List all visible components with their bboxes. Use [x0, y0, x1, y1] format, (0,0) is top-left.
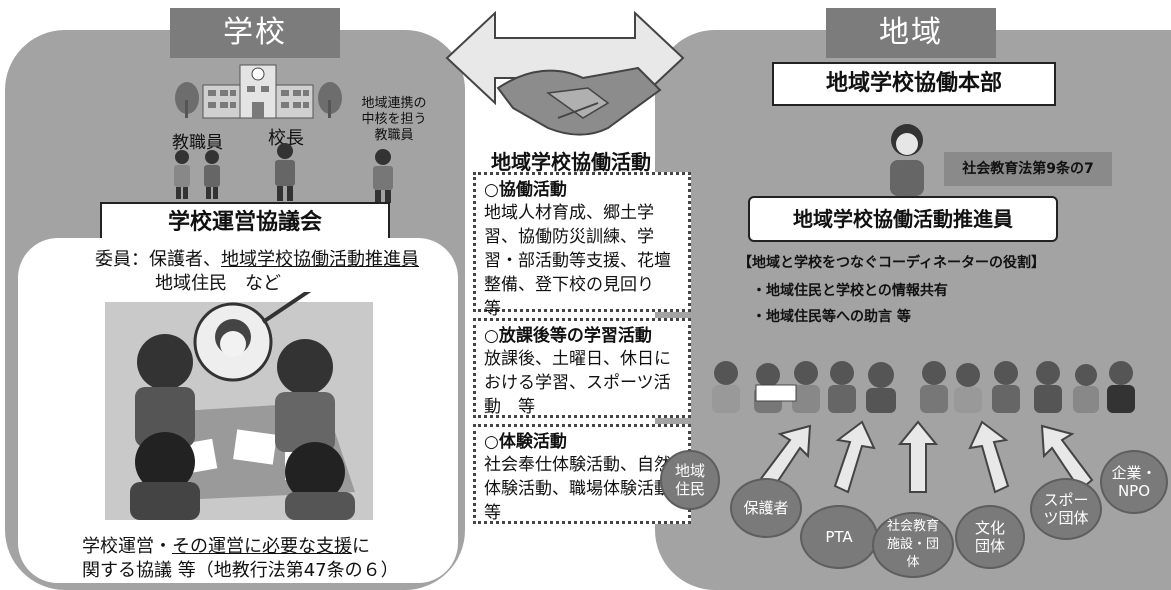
region-header: 地域 — [826, 8, 996, 58]
handshake-icon — [496, 66, 662, 136]
support-arrows — [758, 420, 1094, 494]
box3-title: ○体験活動 — [484, 432, 567, 452]
center-title: 地域学校協働活動 — [491, 150, 651, 174]
circle-companies-npo: 企業・NPO — [1100, 450, 1168, 514]
coordinator-person-icon — [373, 149, 393, 203]
promoter-person-icon — [890, 124, 924, 196]
box1-body: 地域人材育成、郷土学習、協働防災訓練、学習・部活動等支援、花壇整備、登下校の見回… — [484, 203, 671, 319]
circle-culture-groups: 文化団体 — [955, 505, 1025, 569]
circle-local-residents: 地域住民 — [660, 450, 720, 510]
school-building-icon — [175, 64, 342, 119]
circle-social-education: 社会教育施設・団体 — [872, 512, 954, 578]
council-members: 委員：保護者、地域学校協働活動推進員 地域住民 など — [95, 248, 419, 296]
bidirectional-arrow-icon — [445, 10, 685, 106]
bottom-line1-b: に — [352, 536, 370, 557]
coordinator-label: 地域連携の中核を担う教職員 — [361, 96, 427, 143]
hq-title: 地域学校協働本部 — [772, 62, 1056, 106]
promoter-title: 地域学校協働活動推進員 — [748, 196, 1058, 242]
box2-title: ○放課後等の学習活動 — [484, 326, 652, 346]
activity-box-experience: ○体験活動 社会奉仕体験活動、自然体験活動、職場体験活動 等 — [473, 424, 691, 524]
principal-person-icon — [275, 143, 295, 201]
community-people-illustration — [712, 361, 1135, 413]
activity-box-afterschool: ○放課後等の学習活動 放課後、土曜日、休日における学習、スポーツ活動 等 — [473, 318, 691, 418]
role-bullet-1: ・地域住民と学校との情報共有 — [752, 283, 948, 299]
meeting-illustration — [105, 292, 373, 520]
circle-guardians: 保護者 — [730, 478, 802, 538]
role-bullet-2: ・地域住民等への助言 等 — [752, 309, 911, 325]
role-label: 【地域と学校をつなぐコーディネーターの役割】 — [738, 255, 1046, 271]
school-header: 学校 — [170, 8, 340, 58]
bottom-line2: 関する協議 等（地教行法第47条の６） — [82, 560, 399, 581]
box1-title: ○協働活動 — [484, 180, 567, 200]
law-badge: 社会教育法第9条の7 — [944, 152, 1112, 186]
members-prefix: 委員：保護者、 — [95, 249, 221, 270]
box2-body: 放課後、土曜日、休日における学習、スポーツ活動 等 — [484, 349, 671, 417]
council-bottom-text: 学校運営・その運営に必要な支援に 関する協議 等（地教行法第47条の６） — [82, 535, 399, 583]
principal-label: 校長 — [268, 128, 304, 149]
circle-sports-groups: スポーツ団体 — [1030, 478, 1102, 540]
box3-body: 社会奉仕体験活動、自然体験活動、職場体験活動 等 — [484, 455, 688, 523]
staff-people-icon — [174, 150, 220, 199]
circle-pta: PTA — [800, 505, 878, 569]
bottom-line1-link: その運営に必要な支援 — [172, 536, 352, 557]
bottom-line1-a: 学校運営・ — [82, 536, 172, 557]
members-promoter-link: 地域学校協働活動推進員 — [221, 249, 419, 270]
activity-box-collaboration: ○協働活動 地域人材育成、郷土学習、協働防災訓練、学習・部活動等支援、花壇整備、… — [473, 172, 691, 319]
members-rest: 地域住民 など — [155, 273, 281, 294]
staff-label: 教職員 — [172, 133, 223, 153]
